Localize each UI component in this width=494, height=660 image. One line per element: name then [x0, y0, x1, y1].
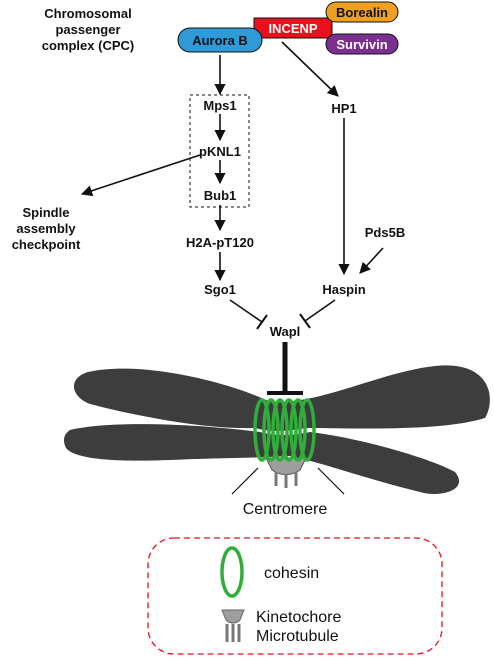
- cohesin-ring-2: [262, 398, 280, 462]
- legend-microtubule-label: Microtubule: [256, 628, 339, 645]
- inhibit-sgo1-wapl: [229, 299, 263, 323]
- legend-border: [147, 537, 443, 655]
- chromatid-upper: [73, 365, 490, 431]
- arrow-incenp-to-hp1: [281, 41, 339, 97]
- cpc-title-line3: complex (CPC): [42, 38, 134, 53]
- cpc-title-line1: Chromosomal: [44, 6, 131, 21]
- pathway-arrows: [80, 41, 384, 282]
- inhibit-sgo1-wapl-bar: [256, 314, 268, 330]
- legend: cohesin Kinetochore Microtubule: [147, 537, 443, 655]
- inhibit-haspin-wapl: [304, 299, 336, 322]
- centromere-kinetochore: [265, 457, 307, 475]
- borealin-box: [325, 1, 399, 23]
- sgo1-label: Sgo1: [204, 282, 236, 297]
- centromere-pointer-right: [317, 467, 345, 495]
- sac-label-line1: Spindle: [23, 205, 70, 220]
- sac-label-line3: checkpoint: [12, 237, 81, 252]
- centromere-pointer-left: [231, 467, 259, 495]
- survivin-label: Survivin: [336, 37, 387, 52]
- chromosome: Centromere: [63, 365, 490, 518]
- h2a-pt120-label: H2A-pT120: [186, 235, 254, 250]
- arrow-pknl1-to-sac: [80, 154, 201, 197]
- pathway-labels: Mps1 pKNL1 Bub1 H2A-pT120 Sgo1 HP1 Pds5B…: [12, 98, 406, 339]
- inhibition-lines: [229, 299, 336, 395]
- cpc-title-line2: passenger: [55, 22, 120, 37]
- bub1-label: Bub1: [204, 188, 237, 203]
- borealin-label: Borealin: [336, 5, 388, 20]
- cpc-complex: INCENP Borealin Survivin Aurora B: [177, 1, 399, 55]
- cpc-title: Chromosomal passenger complex (CPC): [42, 6, 134, 53]
- cohesin-ring-6: [298, 398, 316, 462]
- cohesin-rings: [253, 398, 316, 462]
- legend-cohesin-icon: [220, 546, 244, 598]
- legend-kinetochore-icon: [221, 609, 245, 624]
- arrow-pds5b-to-haspin: [359, 247, 384, 274]
- mps1-label: Mps1: [203, 98, 236, 113]
- cohesin-ring-3: [271, 398, 289, 462]
- incenp-box: [253, 17, 333, 39]
- legend-kinetochore-label: Kinetochore: [256, 609, 341, 626]
- survivin-box: [325, 33, 399, 55]
- chromatid-lower: [63, 424, 460, 494]
- cohesin-ring-4: [280, 398, 298, 462]
- pds5b-label: Pds5B: [365, 225, 405, 240]
- inhibit-haspin-wapl-bar: [299, 313, 311, 329]
- legend-cohesin-label: cohesin: [264, 565, 319, 582]
- wapl-label: Wapl: [270, 324, 301, 339]
- sac-label-line2: assembly: [16, 221, 76, 236]
- aurora-b-label: Aurora B: [192, 33, 248, 48]
- hp1-label: HP1: [331, 101, 356, 116]
- incenp-label: INCENP: [268, 21, 317, 36]
- centromere-label: Centromere: [243, 501, 328, 518]
- cohesin-ring-1: [253, 398, 271, 462]
- pknl1-label: pKNL1: [199, 144, 241, 159]
- haspin-label: Haspin: [322, 282, 365, 297]
- aurora-b-box: [177, 27, 263, 53]
- cohesin-ring-5: [289, 398, 307, 462]
